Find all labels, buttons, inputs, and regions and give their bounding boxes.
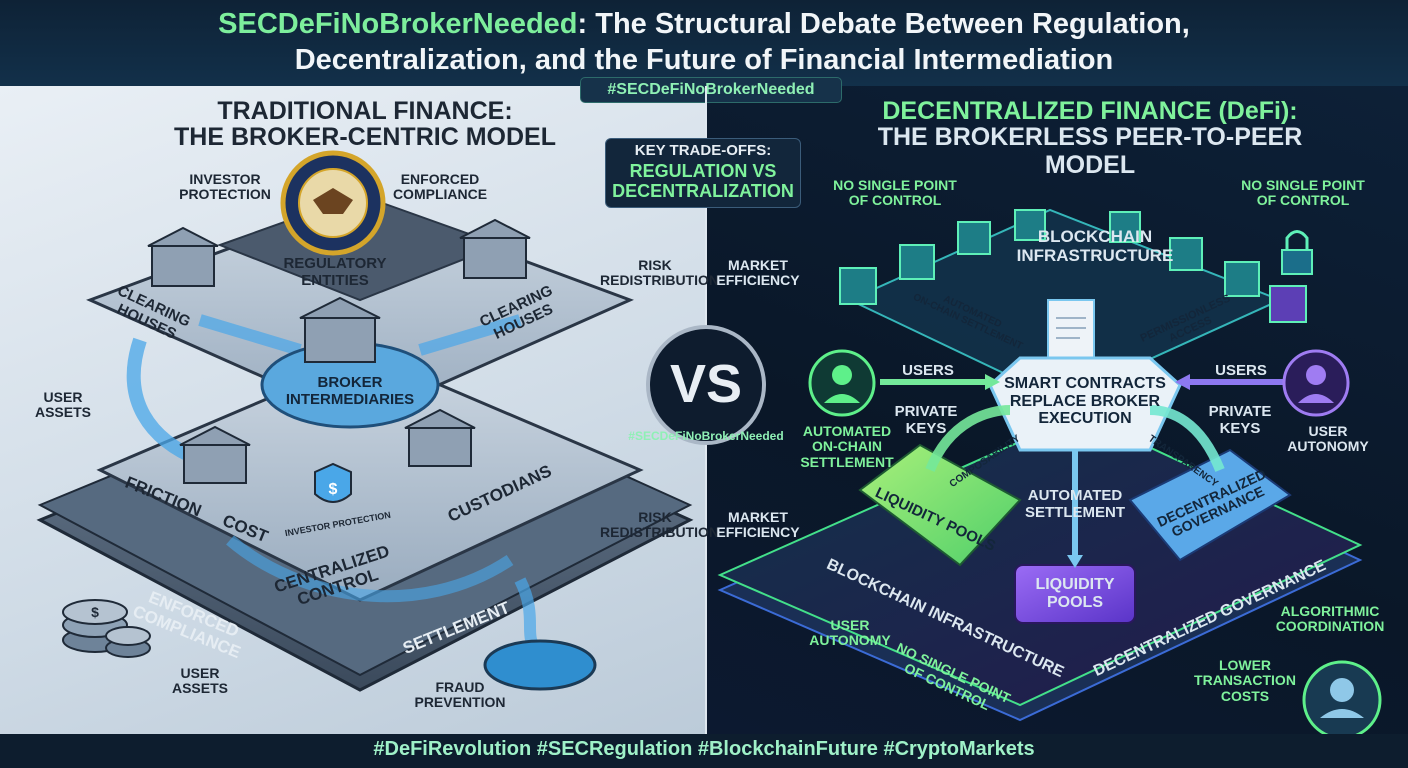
blockchain-cube-icon xyxy=(839,209,1307,323)
title-highlight: SECDeFiNoBrokerNeeded xyxy=(218,8,578,40)
vs-label: VS xyxy=(669,354,743,414)
document-icon xyxy=(1047,299,1095,359)
settlement-portal xyxy=(483,639,597,691)
title-line1-rest: : The Structural Debate Between Regulati… xyxy=(577,8,1190,40)
flow-arrow-top-right xyxy=(418,314,522,356)
bottom-bar xyxy=(0,734,1408,768)
smart-contracts-box xyxy=(988,356,1182,452)
hashtags-bottom: #DeFiRevolution #SECRegulation #Blockcha… xyxy=(373,738,1035,760)
key-tradeoffs-label: KEY TRADE-OFFS: xyxy=(634,142,772,159)
flow-arrow-bottom xyxy=(226,535,514,603)
users-left-label: USERS xyxy=(902,362,954,379)
decentralized-governance-box xyxy=(1128,448,1292,562)
sec-seal-icon xyxy=(280,150,386,256)
users-right-label: USERS xyxy=(1215,362,1267,379)
key-tradeoffs-box xyxy=(605,138,801,208)
shield-dollar-icon: $ xyxy=(314,462,352,503)
arrow-transparency xyxy=(1149,405,1225,472)
liquidity-pools-box-left xyxy=(858,443,1022,567)
user-avatar-icon xyxy=(808,349,1382,740)
right-heading-line2: THE BROKERLESS PEER-TO-PEER MODEL xyxy=(877,123,1303,179)
svg-text:$: $ xyxy=(329,481,338,498)
vs-circle xyxy=(646,325,766,445)
left-heading-line2: THE BROKER-CENTRIC MODEL xyxy=(174,123,556,151)
page-title-line1: SECDeFiNoBrokerNeeded: The Structural De… xyxy=(0,8,1408,41)
svg-text:$: $ xyxy=(91,604,99,620)
padlock-icon xyxy=(1281,230,1313,275)
right-heading-line1: DECENTRALIZED FINANCE (DeFi): xyxy=(882,97,1298,125)
vs-hashtag-label: #SECDeFiNoBrokerNeeded xyxy=(628,429,784,443)
title-bar xyxy=(0,0,1408,86)
left-heading-line1: TRADITIONAL FINANCE: xyxy=(217,97,513,125)
bank-building-icon xyxy=(147,218,531,484)
arrow-composability xyxy=(925,405,1011,472)
flow-arrow-top-left xyxy=(198,314,302,356)
hashtag-top-badge: #SECDeFiNoBrokerNeeded xyxy=(580,77,842,103)
coin-stack-icon: $ xyxy=(62,599,151,658)
page-title-line2: Decentralization, and the Future of Fina… xyxy=(294,44,1114,76)
